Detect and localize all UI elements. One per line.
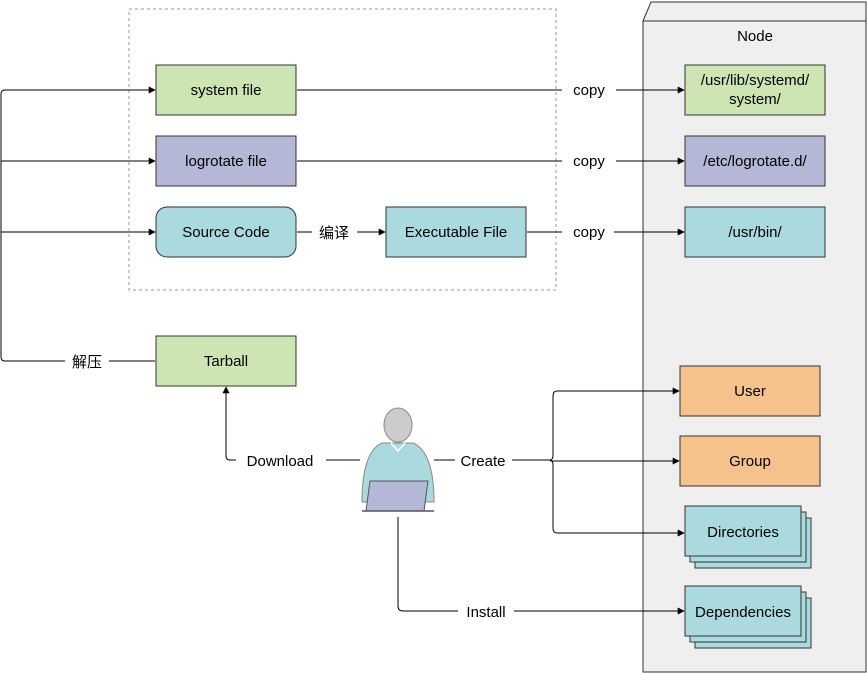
systemd-path-line2: system/ (729, 91, 782, 108)
install-label: Install (466, 604, 505, 621)
logrotate-file-node[interactable]: logrotate file (155, 135, 297, 187)
systemd-path-line1: /usr/lib/systemd/ (701, 72, 810, 89)
group-label: Group (729, 453, 771, 470)
logrotate-target-label: /etc/logrotate.d/ (703, 153, 807, 170)
source-code-label: Source Code (182, 224, 270, 241)
directories-node[interactable]: Directories (684, 505, 812, 569)
logrotate-target-node[interactable]: /etc/logrotate.d/ (684, 135, 826, 187)
create-label: Create (460, 453, 505, 470)
systemd-target-node[interactable]: /usr/lib/systemd/ system/ (684, 64, 826, 116)
copy-label-bin: copy (573, 224, 605, 241)
dependencies-label: Dependencies (695, 604, 791, 621)
directories-label: Directories (707, 524, 779, 541)
user-label: User (734, 383, 766, 400)
usr-bin-target-node[interactable]: /usr/bin/ (684, 206, 826, 258)
extract-label: 解压 (72, 354, 102, 371)
node-title: Node (737, 28, 773, 45)
usr-bin-label: /usr/bin/ (728, 224, 782, 241)
user-node[interactable]: User (679, 365, 821, 417)
download-label: Download (247, 453, 314, 470)
executable-file-node[interactable]: Executable File (385, 206, 527, 258)
tarball-label: Tarball (204, 353, 248, 370)
copy-label-logrotate: copy (573, 153, 605, 170)
dependencies-node[interactable]: Dependencies (684, 585, 812, 649)
connectors (0, 89, 562, 612)
system-file-label: system file (191, 82, 262, 99)
group-node[interactable]: Group (679, 435, 821, 487)
executable-file-label: Executable File (405, 224, 508, 241)
tarball-node[interactable]: Tarball (155, 335, 297, 387)
person-with-laptop-icon (361, 407, 435, 512)
compile-label: 编译 (319, 225, 349, 242)
system-file-node[interactable]: system file (155, 64, 297, 116)
arrows (5, 86, 685, 615)
logrotate-file-label: logrotate file (185, 153, 267, 170)
copy-label-systemd: copy (573, 82, 605, 99)
source-code-node[interactable]: Source Code (155, 206, 297, 258)
